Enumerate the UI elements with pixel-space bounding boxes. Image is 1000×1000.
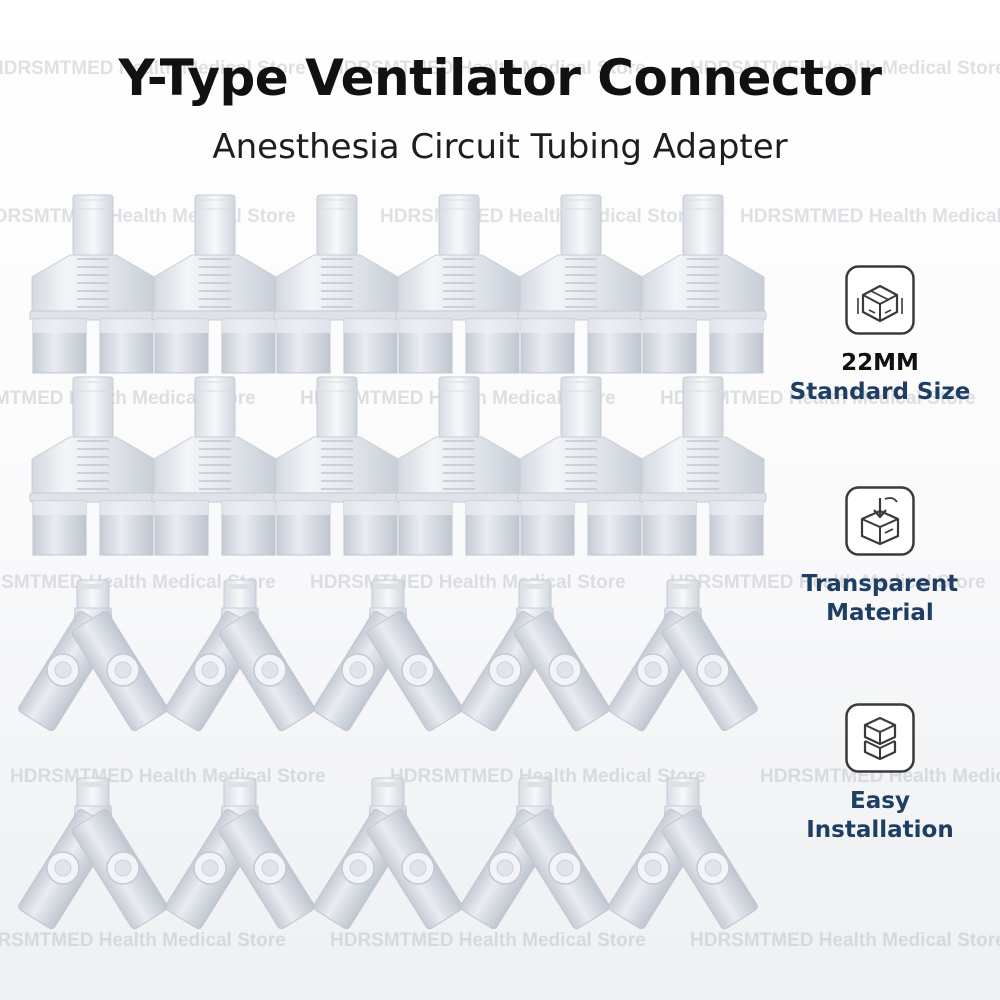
y-connector (16, 777, 170, 931)
u-connector (273, 376, 401, 556)
u-connector (517, 194, 645, 374)
product-photo (16, 194, 767, 931)
feature-standard-size: 22MM Standard Size (775, 265, 985, 407)
feature-material-line2: Material (826, 600, 934, 626)
box-drop-icon (845, 486, 915, 556)
feature-material-line1: Transparent (801, 571, 959, 597)
box-dimension-icon (845, 265, 915, 335)
u-connector (151, 376, 279, 556)
y-connector (163, 777, 317, 931)
u-connector (29, 194, 157, 374)
feature-size-label: Standard Size (789, 379, 971, 405)
feature-size-value: 22MM (841, 350, 919, 376)
u-connector (517, 376, 645, 556)
y-connector (458, 579, 612, 733)
feature-install-line1: Easy (850, 788, 910, 814)
page-subtitle: Anesthesia Circuit Tubing Adapter (212, 127, 788, 167)
stacked-cubes-icon (845, 703, 915, 773)
feature-easy-installation: Easy Installation (775, 703, 985, 845)
y-connector (311, 777, 465, 931)
y-connector (311, 579, 465, 733)
feature-install-line2: Installation (806, 817, 954, 843)
feature-transparent-material: Transparent Material (775, 486, 985, 628)
u-connector (151, 194, 279, 374)
y-connector (16, 579, 170, 733)
u-connector (273, 194, 401, 374)
page-title: Y-Type Ventilator Connector (118, 49, 882, 107)
u-connector (395, 194, 523, 374)
y-connector (163, 579, 317, 733)
u-connector (639, 376, 767, 556)
u-connector (639, 194, 767, 374)
u-connector (29, 376, 157, 556)
y-connector (606, 777, 760, 931)
u-connector (395, 376, 523, 556)
y-connector (458, 777, 612, 931)
y-connector (606, 579, 760, 733)
